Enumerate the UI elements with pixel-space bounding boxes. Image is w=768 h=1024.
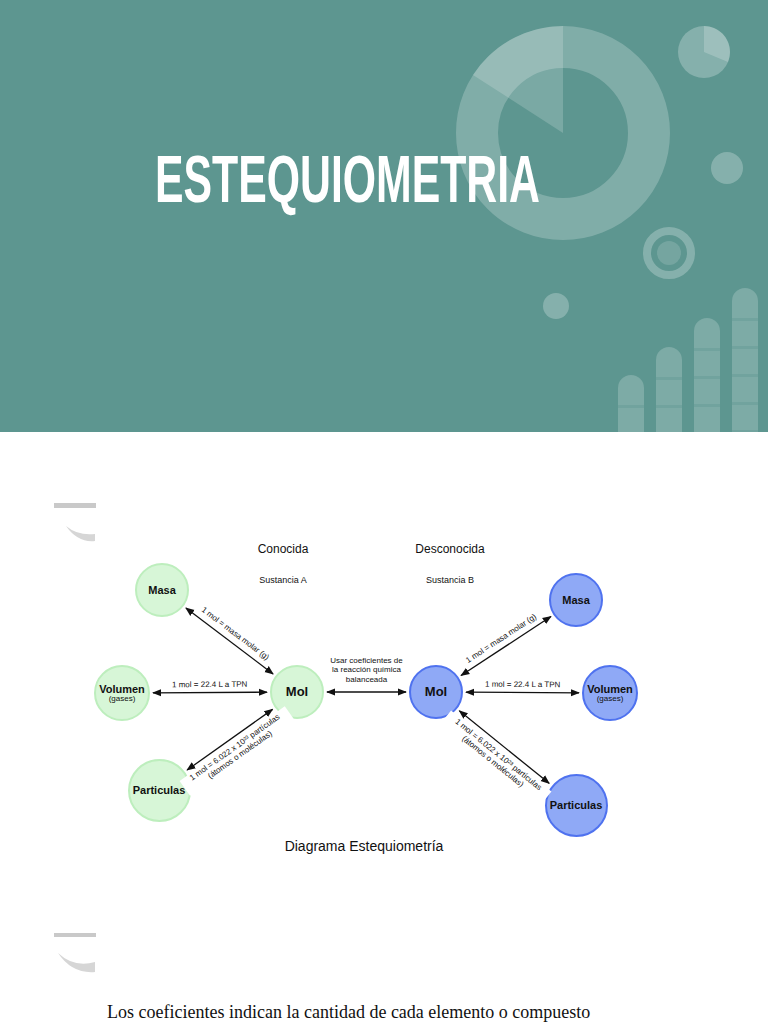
bar-stripe [694,404,720,407]
column-heading: Conocida [258,542,309,556]
edge-label: 1 mol = masa molar (g) [462,611,539,666]
column-subheading: Sustancia A [259,575,307,585]
quantity-circle: Volumen(gases) [582,665,638,721]
bar-stripe [694,376,720,379]
conversion-arrow [461,616,551,675]
bar-stripe [694,348,720,351]
node-note: (gases) [597,695,624,704]
quantity-circle: Volumen(gases) [94,665,150,721]
edge-label: Usar coeficientes de la reacción química… [325,656,409,684]
quantity-circle: Particulas [545,774,608,837]
node-label: Particulas [133,784,186,796]
node-note: (gases) [109,695,136,704]
quantity-circle: Masa [549,573,603,627]
quantity-circle: Masa [135,563,189,617]
node-label: Particulas [550,799,603,811]
conversion-arrow [153,692,267,694]
column-subheading: Sustancia B [426,575,474,585]
conversion-arrow [186,608,273,674]
body-text: Los coeficientes indican la cantidad de … [107,1002,590,1023]
node-label: Volumen [587,683,633,695]
mol-circle: Mol [409,665,463,719]
diagram-caption: Diagrama Estequiometría [285,838,444,854]
bar-stripe [732,318,758,321]
edge-label: 1 mol = 6.022 x 10²³ partículas (átomos … [439,710,551,805]
quantity-circle: Particulas [128,759,191,822]
bar-stripe [618,405,644,408]
node-label: Masa [562,594,590,606]
bar-stripe [732,346,758,349]
conversion-arrow [327,691,406,692]
bar-stripe [732,430,758,432]
node-label: Masa [148,584,176,596]
column-heading: Desconocida [415,542,484,556]
edge-label: 1 mol = 22.4 L a TPN [483,680,562,690]
conversion-arrow [466,692,579,694]
bar-stripe [656,405,682,408]
bar-stripe [732,402,758,405]
banner-decoration [0,0,768,432]
edge-label: 1 mol = 6.022 x 10²³ partículas (átomos … [180,706,296,796]
node-label: Volumen [99,683,145,695]
node-label: Mol [425,685,447,699]
node-label: Mol [286,685,308,699]
edge-label: 1 mol = 22.4 L a TPN [170,680,249,690]
slide-title: ESTEQUIOMETRIA [155,146,540,212]
edge-label: 1 mol = masa molar (g) [198,604,273,663]
title-banner: ESTEQUIOMETRIA [0,0,768,432]
bar-stripe [656,377,682,380]
bar-stripe [732,374,758,377]
